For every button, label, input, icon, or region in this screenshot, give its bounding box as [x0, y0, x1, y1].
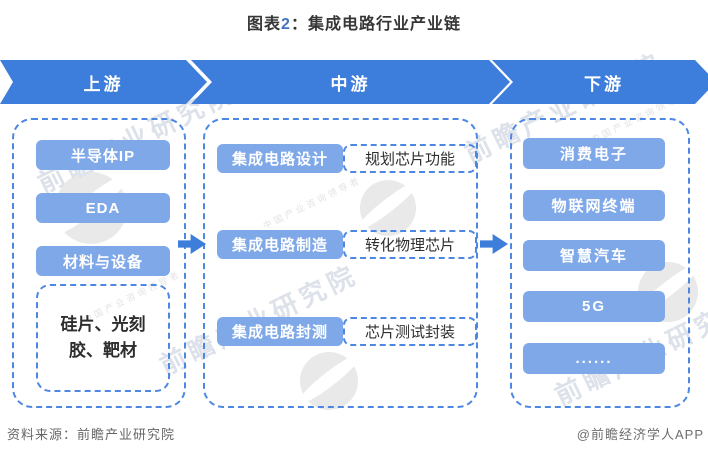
- stage-label: 下游: [584, 74, 624, 94]
- downstream-group: 消费电子 物联网终端 智慧汽车 5G ......: [510, 118, 690, 408]
- downstream-item-5g: 5G: [523, 291, 665, 322]
- stage-header-downstream: 下游: [492, 60, 708, 104]
- flow-arrow-midstream-to-downstream: [480, 234, 508, 254]
- stage-label: 中游: [330, 74, 371, 94]
- stage-header-upstream: 上游: [0, 60, 207, 104]
- downstream-item-smart-cars: 智慧汽车: [523, 240, 665, 271]
- stage-label: 上游: [83, 74, 124, 94]
- downstream-item-iot-terminals: 物联网终端: [523, 190, 665, 221]
- midstream-step-packaging-testing: 集成电路封测: [217, 317, 343, 346]
- midstream-step-design: 集成电路设计: [217, 144, 343, 173]
- source-note: 资料来源：前瞻产业研究院: [7, 427, 176, 442]
- title-text: ：集成电路行业产业链: [290, 16, 461, 33]
- stage-header-midstream: 中游: [191, 60, 510, 104]
- midstream-desc-packaging-testing: 芯片测试封装: [343, 317, 477, 346]
- credit-note: @前瞻经济学人APP: [576, 427, 704, 442]
- title-prefix: 图表: [247, 16, 282, 33]
- midstream-desc-manufacture: 转化物理芯片: [343, 230, 477, 259]
- upstream-item-semiconductor-ip: 半导体IP: [36, 140, 170, 170]
- page-title: 图表2：集成电路行业产业链: [0, 10, 708, 34]
- upstream-item-materials-equipment: 材料与设备: [36, 246, 170, 276]
- upstream-group: 半导体IP EDA 材料与设备 硅片、光刻胶、靶材: [12, 118, 186, 408]
- downstream-item-ellipsis: ......: [523, 343, 665, 374]
- watermark-logo: [360, 180, 416, 236]
- upstream-item-eda: EDA: [36, 193, 170, 223]
- midstream-desc-design: 规划芯片功能: [343, 144, 477, 173]
- watermark-logo: [300, 352, 358, 410]
- midstream-step-manufacture: 集成电路制造: [217, 230, 343, 259]
- downstream-item-consumer-electronics: 消费电子: [523, 138, 665, 169]
- title-number: 2: [281, 16, 291, 33]
- midstream-group: 集成电路设计 规划芯片功能 集成电路制造 转化物理芯片 集成电路封测 芯片测试封…: [203, 118, 478, 408]
- upstream-materials-detail-box: 硅片、光刻胶、靶材: [36, 284, 170, 392]
